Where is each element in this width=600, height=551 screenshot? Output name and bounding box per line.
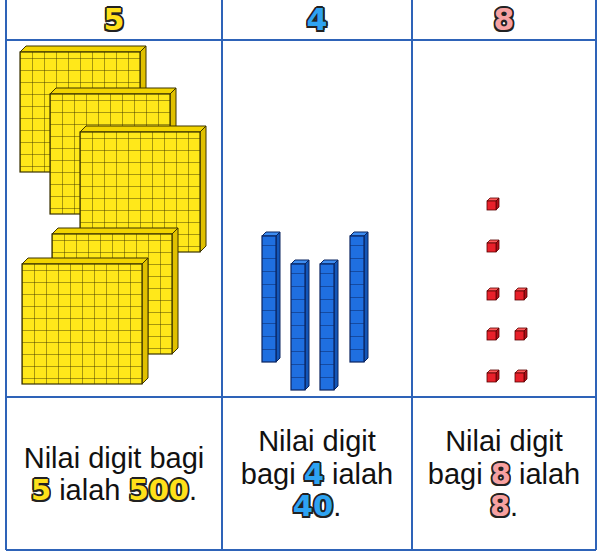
place-value-column: 8Nilai digit bagi 8 ialah 8. [412, 0, 596, 551]
unit-cubes [487, 198, 527, 382]
tens-rods [262, 232, 368, 390]
highlight-number: 8 [491, 457, 511, 491]
highlight-number: 4 [304, 457, 324, 491]
highlight-number: 500 [128, 473, 189, 507]
sentence-text: Nilai digit bagi 5 ialah 500. [12, 442, 216, 507]
plain-text: . [189, 474, 197, 506]
highlight-number: 40 [293, 489, 333, 523]
plain-text: ialah [511, 458, 580, 490]
highlight-number: 8 [490, 489, 510, 523]
place-value-column: 4Nilai digit bagi 4 ialah 40. [222, 0, 412, 551]
highlight-number: 5 [31, 473, 51, 507]
place-value-column: 5Nilai digit bagi 5 ialah 500. [6, 0, 222, 551]
digit-value-sentence: Nilai digit bagi 8 ialah 8. [412, 399, 596, 549]
plain-text: ialah [51, 474, 128, 506]
hundreds-flats [20, 46, 206, 384]
sentence-text: Nilai digit bagi 8 ialah 8. [418, 425, 590, 522]
plain-text: ialah [324, 458, 393, 490]
plain-text: Nilai digit bagi [24, 442, 205, 474]
column-digit: 4 [222, 0, 412, 40]
table-grid [6, 0, 596, 550]
sentence-text: Nilai digit bagi 4 ialah 40. [228, 425, 406, 522]
digit-value-sentence: Nilai digit bagi 5 ialah 500. [6, 399, 222, 549]
plain-text: . [333, 490, 341, 522]
digit-value-sentence: Nilai digit bagi 4 ialah 40. [222, 399, 412, 549]
column-digit: 8 [412, 0, 596, 40]
plain-text: . [510, 490, 518, 522]
column-digit: 5 [6, 0, 222, 40]
